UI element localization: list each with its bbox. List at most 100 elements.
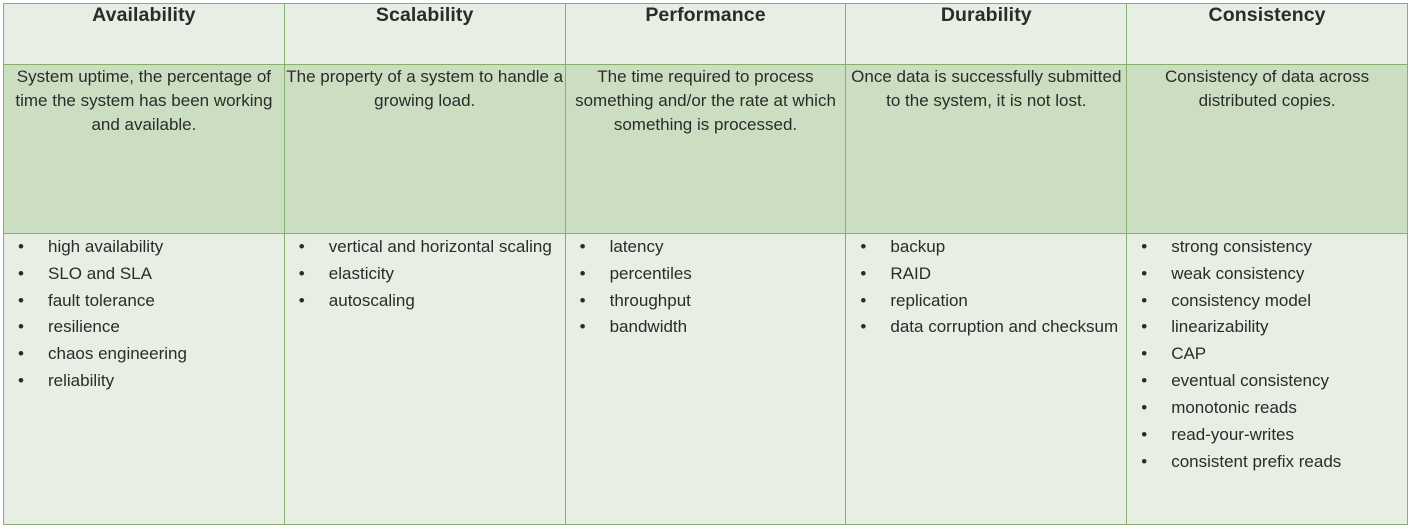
bullets-performance: • latency • percentiles • throughput • bandwidt… xyxy=(564,233,847,525)
bullet-icon: • xyxy=(860,290,867,310)
column-header-consistency: Consistency xyxy=(1126,3,1408,65)
bullet-icon: • xyxy=(579,290,586,310)
list-item-label: weak consistency xyxy=(1171,263,1305,283)
bullet-list: • strong consistency • weak consistency • con… xyxy=(1127,234,1407,474)
column-header-scalability: Scalability xyxy=(283,3,566,65)
list-item: • consistent prefix reads xyxy=(1127,449,1407,475)
bullet-icon: • xyxy=(1141,371,1148,391)
list-item: • bandwidth xyxy=(566,314,846,340)
bullet-icon: • xyxy=(1141,397,1148,417)
bullet-icon: • xyxy=(579,237,586,256)
list-item-label: consistent prefix reads xyxy=(1171,451,1342,471)
list-item-label: reliability xyxy=(48,371,115,391)
description-scalability: The property of a system to handle a gro… xyxy=(283,64,566,234)
list-item: • RAID xyxy=(846,261,1126,287)
list-item: • throughput xyxy=(566,288,846,314)
bullet-icon: • xyxy=(18,371,24,391)
bullets-availability: • high availability • SLO and SLA • fault tol… xyxy=(3,233,285,525)
bullet-list: • latency • percentiles • throughput • bandwidt… xyxy=(566,234,846,340)
bullet-icon: • xyxy=(18,237,24,256)
list-item-label: throughput xyxy=(609,290,691,310)
list-item: • strong consistency xyxy=(1127,234,1407,260)
column-header-availability: Availability xyxy=(3,3,285,65)
list-item-label: elasticity xyxy=(328,263,394,283)
list-item: • percentiles xyxy=(566,261,846,287)
list-item-label: strong consistency xyxy=(1171,237,1312,256)
bullet-icon: • xyxy=(1141,344,1148,364)
bullet-icon: • xyxy=(298,290,305,310)
list-item: • replication xyxy=(846,288,1126,314)
description-durability: Once data is successfully submitted to t… xyxy=(845,64,1128,234)
list-item-label: backup xyxy=(890,237,946,256)
bullet-icon: • xyxy=(18,290,24,310)
bullet-icon: • xyxy=(860,237,867,256)
list-item: • vertical and horizontal scaling xyxy=(285,234,565,260)
list-item-label: read-your-writes xyxy=(1171,424,1294,444)
bullet-list: • backup • RAID • replication • data corruption… xyxy=(846,234,1126,340)
bullets-scalability: •vertical and horizontal scaling•elastic… xyxy=(283,233,566,525)
description-availability: System uptime, the percentage of time th… xyxy=(3,64,285,234)
list-item: • data corruption and checksum xyxy=(846,314,1126,340)
bullet-icon: • xyxy=(860,317,867,337)
list-item: • read-your-writes xyxy=(1127,422,1407,448)
list-item: •elasticity xyxy=(285,261,565,287)
list-item-label: chaos engineering xyxy=(48,344,187,364)
list-item-label: CAP xyxy=(1171,344,1207,364)
list-item: • eventual consistency xyxy=(1127,368,1407,394)
list-item-label: monotonic reads xyxy=(1171,397,1297,417)
bullet-icon: • xyxy=(298,237,305,256)
bullet-icon: • xyxy=(860,263,867,283)
list-item: • SLO and SLA xyxy=(4,261,284,287)
bullet-icon: • xyxy=(579,317,586,337)
list-item-label: eventual consistency xyxy=(1171,371,1330,391)
list-item-label: percentiles xyxy=(609,263,692,283)
list-item-label: resilience xyxy=(48,317,120,337)
concepts-table-container: Availability Scalability Performance Dur… xyxy=(3,3,1408,525)
list-item-label: high availability xyxy=(48,237,164,256)
list-item-label: fault tolerance xyxy=(48,290,155,310)
bullet-icon: • xyxy=(1141,317,1148,337)
list-item-label: replication xyxy=(890,290,968,310)
list-item: • backup xyxy=(846,234,1126,260)
list-item: • weak consistency xyxy=(1127,261,1407,287)
list-item: • autoscaling xyxy=(285,288,565,314)
bullet-icon: • xyxy=(1141,237,1148,256)
bullets-consistency: • strong consistency • weak consistency • con… xyxy=(1126,233,1408,525)
list-item: • linearizability xyxy=(1127,314,1407,340)
list-item-label: data corruption and checksum xyxy=(890,317,1119,337)
list-item: • monotonic reads xyxy=(1127,395,1407,421)
list-item: • consistency model xyxy=(1127,288,1407,314)
table-bullets-row: • high availability • SLO and SLA • fault tol… xyxy=(3,233,1408,525)
list-item-label: linearizability xyxy=(1171,317,1269,337)
list-item-label: RAID xyxy=(890,263,932,283)
table-header-row: Availability Scalability Performance Dur… xyxy=(3,3,1408,65)
bullet-icon: • xyxy=(1141,451,1148,471)
bullets-durability: • backup • RAID • replication • data corruption… xyxy=(845,233,1128,525)
list-item-label: latency xyxy=(609,237,664,256)
list-item: • CAP xyxy=(1127,341,1407,367)
system-design-concepts-table: Availability Scalability Performance Dur… xyxy=(3,3,1408,525)
column-header-durability: Durability xyxy=(845,3,1128,65)
list-item: • fault tolerance xyxy=(4,288,284,314)
list-item: • reliability xyxy=(4,368,284,394)
description-consistency: Consistency of data across distributed c… xyxy=(1126,64,1408,234)
bullet-icon: • xyxy=(18,263,24,283)
list-item-label: SLO and SLA xyxy=(48,263,152,283)
bullet-icon: • xyxy=(18,317,24,337)
list-item-label: autoscaling xyxy=(328,290,415,310)
list-item: • high availability xyxy=(4,234,284,260)
list-item: • chaos engineering xyxy=(4,341,284,367)
column-header-performance: Performance xyxy=(564,3,847,65)
list-item-label: vertical and horizontal scaling xyxy=(328,237,552,256)
bullet-list: •vertical and horizontal scaling•elastic… xyxy=(285,234,565,313)
bullet-list: • high availability • SLO and SLA • fault tol… xyxy=(4,234,284,394)
list-item-label: consistency model xyxy=(1171,290,1312,310)
bullet-icon: • xyxy=(579,263,586,283)
list-item: • resilience xyxy=(4,314,284,340)
list-item-label: bandwidth xyxy=(609,317,688,337)
list-item: • latency xyxy=(566,234,846,260)
bullet-icon: • xyxy=(1141,263,1148,283)
bullet-icon: • xyxy=(1141,290,1148,310)
bullet-icon: • xyxy=(1141,424,1148,444)
bullet-icon: • xyxy=(18,344,24,364)
